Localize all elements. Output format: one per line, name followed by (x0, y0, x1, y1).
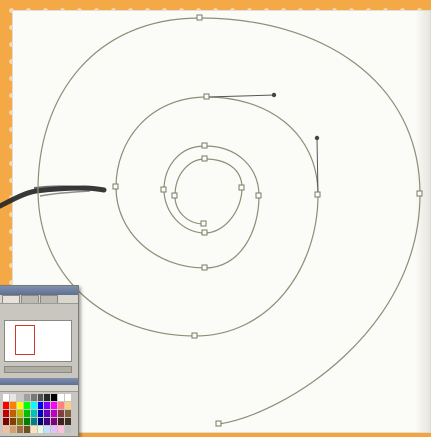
color-swatch[interactable] (3, 426, 9, 433)
direction-point-right[interactable] (315, 136, 319, 140)
color-swatch[interactable] (44, 410, 50, 417)
color-swatch[interactable] (24, 410, 30, 417)
anchor-point[interactable] (202, 265, 207, 270)
color-swatch[interactable] (44, 402, 50, 409)
swatch-grid (3, 394, 71, 436)
color-swatch[interactable] (58, 426, 64, 433)
color-swatch[interactable] (38, 402, 44, 409)
color-swatch[interactable] (3, 402, 9, 409)
direction-handle-top[interactable] (207, 95, 274, 97)
color-swatch[interactable] (17, 402, 23, 409)
anchor-point[interactable] (202, 230, 207, 235)
anchor-point[interactable] (172, 193, 177, 198)
color-swatch[interactable] (31, 402, 37, 409)
navigator-preview[interactable] (4, 320, 72, 362)
color-swatch[interactable] (31, 394, 37, 401)
color-swatch[interactable] (24, 402, 30, 409)
spiral-path[interactable] (38, 18, 420, 424)
color-swatch[interactable] (17, 418, 23, 425)
color-swatch[interactable] (10, 418, 16, 425)
color-swatch[interactable] (17, 394, 23, 401)
anchor-point[interactable] (204, 94, 209, 99)
anchor-point[interactable] (239, 185, 244, 190)
anchor-point[interactable] (201, 221, 206, 226)
color-swatch[interactable] (3, 394, 9, 401)
color-swatch[interactable] (38, 394, 44, 401)
color-swatch[interactable] (58, 410, 64, 417)
color-swatch[interactable] (51, 402, 57, 409)
color-swatch[interactable] (58, 418, 64, 425)
color-swatch[interactable] (44, 418, 50, 425)
anchor-point[interactable] (192, 333, 197, 338)
anchor-point[interactable] (202, 156, 207, 161)
color-swatch[interactable] (58, 402, 64, 409)
anchor-point[interactable] (216, 421, 221, 426)
color-swatch[interactable] (3, 410, 9, 417)
color-swatch[interactable] (10, 410, 16, 417)
palette-tabs (0, 295, 78, 304)
anchor-point[interactable] (256, 193, 261, 198)
color-swatch[interactable] (10, 394, 16, 401)
navigator-view-box[interactable] (15, 325, 35, 355)
color-swatch[interactable] (51, 410, 57, 417)
color-swatch[interactable] (31, 426, 37, 433)
color-swatch[interactable] (58, 394, 64, 401)
color-swatch[interactable] (65, 394, 71, 401)
anchor-point[interactable] (315, 192, 320, 197)
color-swatch[interactable] (10, 402, 16, 409)
color-swatch[interactable] (31, 410, 37, 417)
tab-navigator[interactable] (2, 295, 20, 303)
color-swatch[interactable] (51, 394, 57, 401)
color-swatch[interactable] (38, 418, 44, 425)
color-swatch[interactable] (65, 426, 71, 433)
palette-window[interactable] (0, 285, 79, 437)
color-swatch[interactable] (51, 426, 57, 433)
color-swatch[interactable] (10, 426, 16, 433)
color-swatch[interactable] (44, 394, 50, 401)
color-swatch[interactable] (65, 418, 71, 425)
color-swatch[interactable] (24, 426, 30, 433)
palette-title-bar[interactable] (0, 286, 78, 295)
color-swatch[interactable] (24, 394, 30, 401)
color-swatch[interactable] (24, 418, 30, 425)
anchor-point[interactable] (417, 191, 422, 196)
direction-point-top[interactable] (272, 93, 276, 97)
anchor-point[interactable] (202, 143, 207, 148)
swatches-title-bar[interactable] (0, 378, 78, 385)
color-swatch[interactable] (31, 418, 37, 425)
tab-info[interactable] (21, 295, 39, 303)
color-swatch[interactable] (51, 418, 57, 425)
color-swatch[interactable] (3, 418, 9, 425)
anchor-point[interactable] (113, 184, 118, 189)
color-swatch[interactable] (65, 402, 71, 409)
color-swatch[interactable] (44, 426, 50, 433)
color-swatch[interactable] (65, 410, 71, 417)
anchor-point[interactable] (197, 15, 202, 20)
color-swatch[interactable] (17, 410, 23, 417)
swatches-tabs (0, 385, 78, 392)
anchor-point[interactable] (161, 187, 166, 192)
zoom-slider[interactable] (4, 366, 72, 373)
color-swatch[interactable] (38, 410, 44, 417)
tab-color[interactable] (40, 295, 58, 303)
color-swatch[interactable] (38, 426, 44, 433)
color-swatch[interactable] (17, 426, 23, 433)
